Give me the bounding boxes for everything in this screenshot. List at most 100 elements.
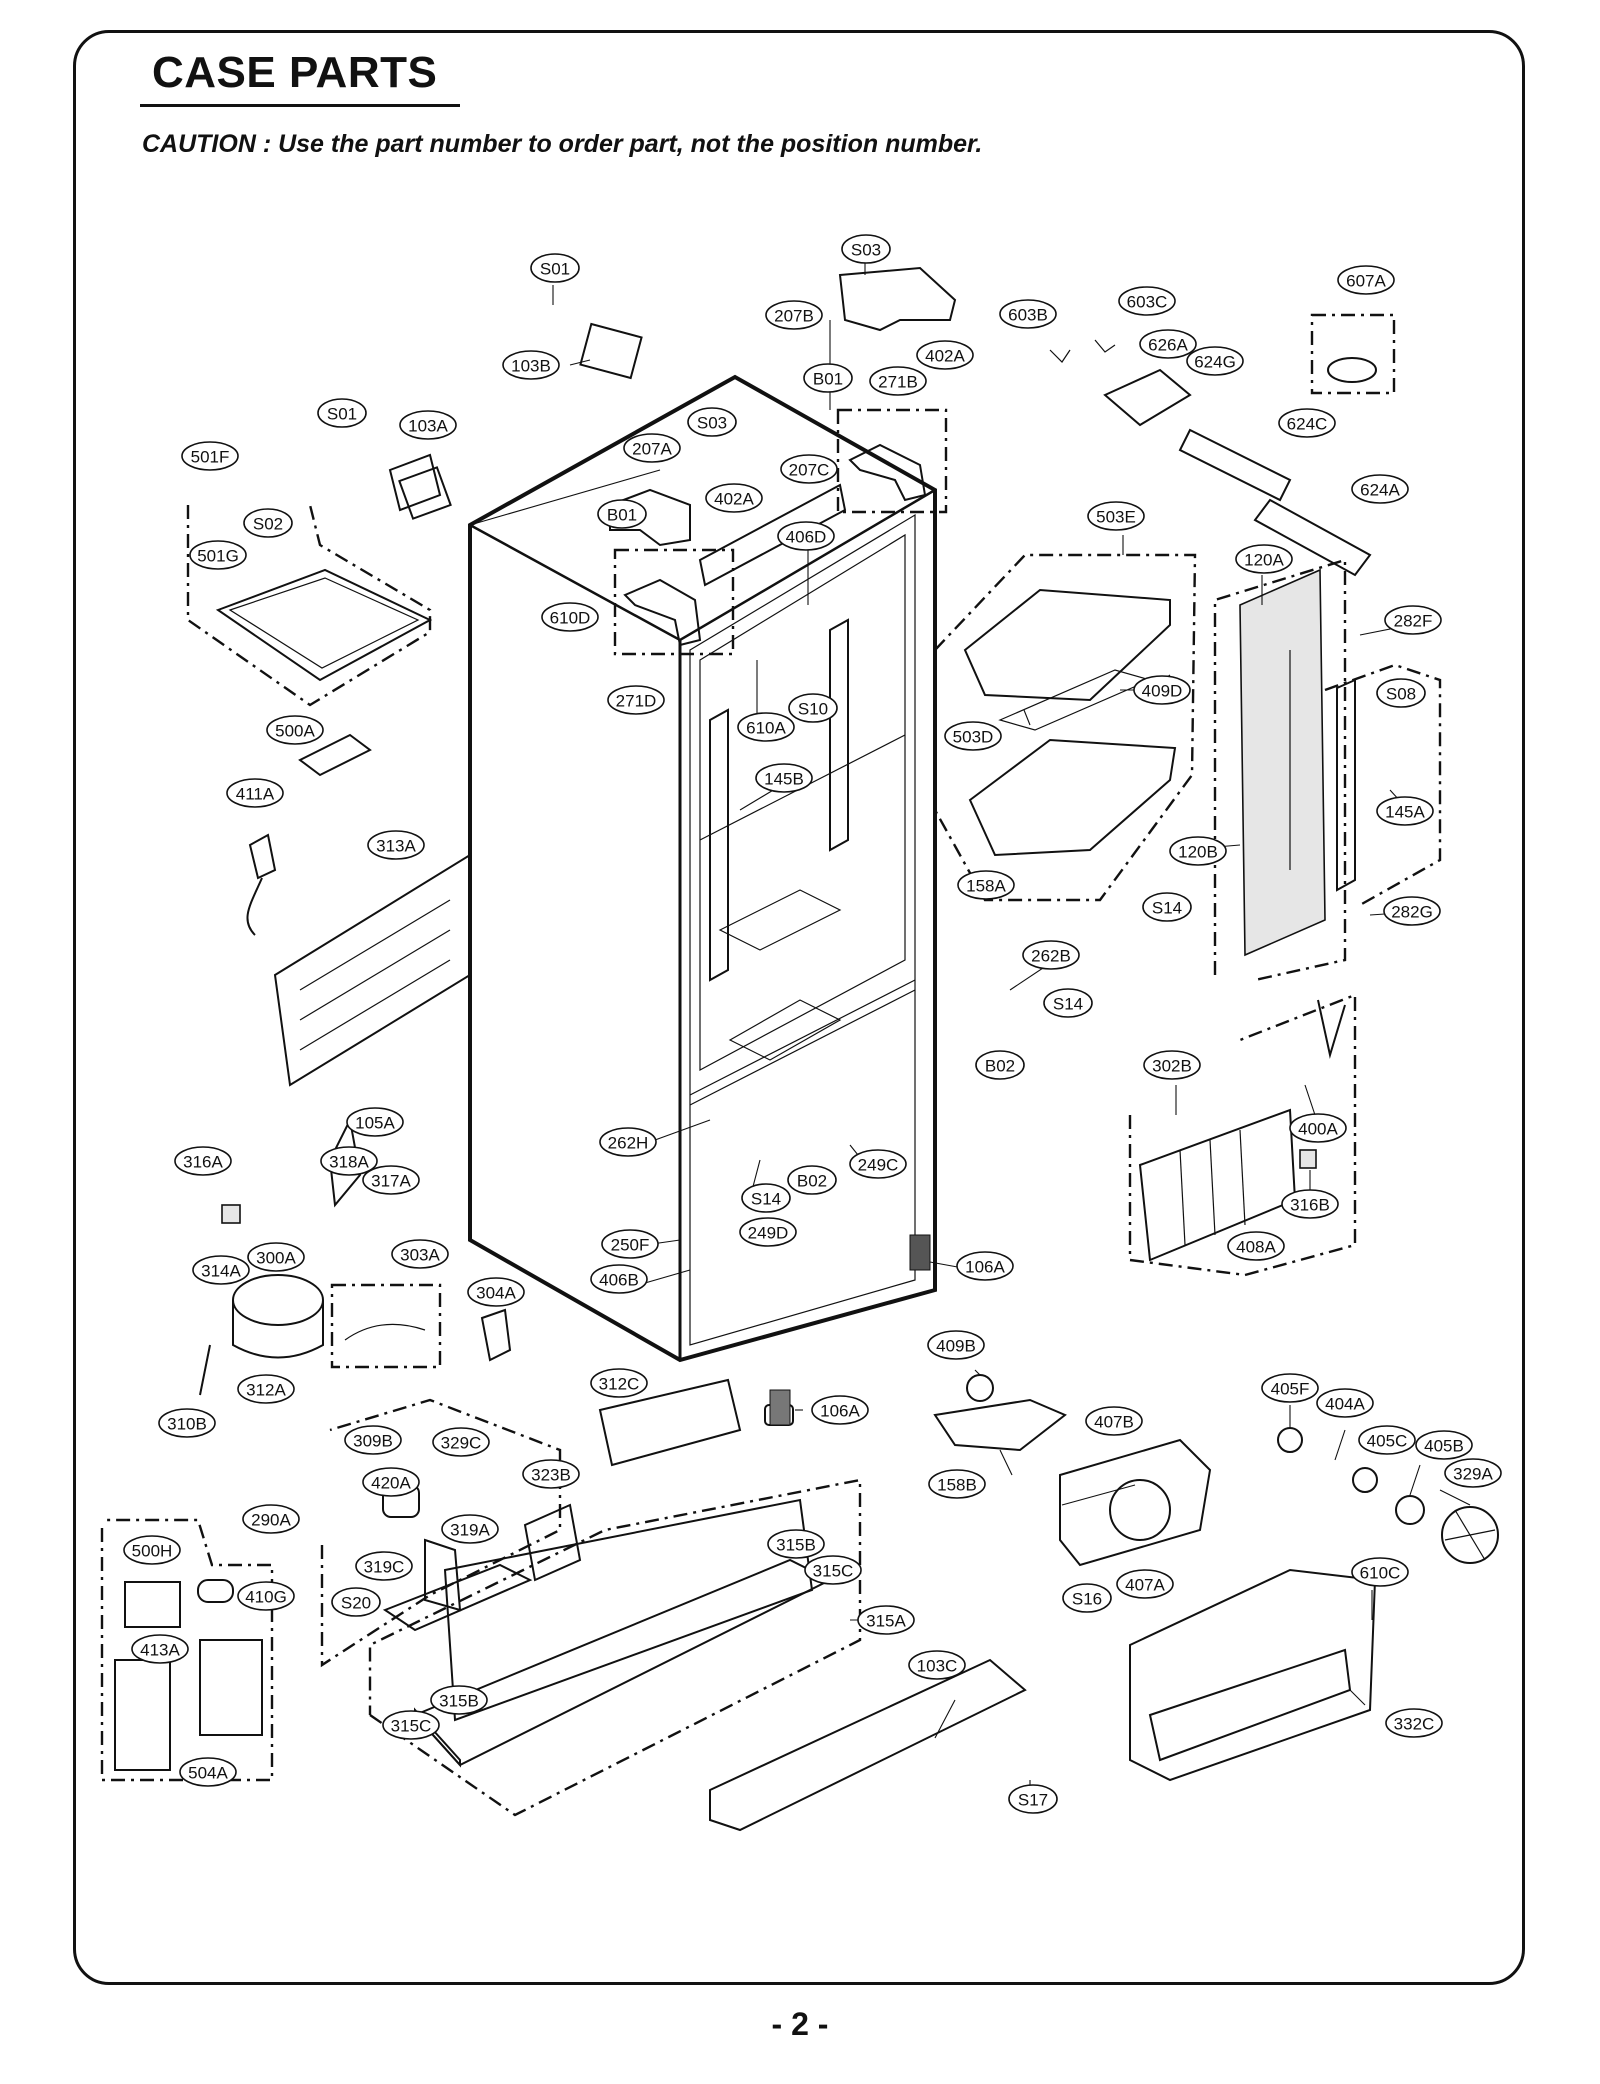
position-label-603c: 603C <box>1118 286 1176 316</box>
label-bubble <box>1383 896 1441 926</box>
position-label-282g: 282G <box>1383 896 1441 926</box>
position-label-400a: 400A <box>1289 1113 1347 1143</box>
label-text: S01 <box>540 260 570 279</box>
label-text: 409B <box>936 1337 976 1356</box>
title-underline <box>140 104 460 107</box>
compressor-group <box>199 1116 512 1396</box>
position-label-105a: 105A <box>346 1107 404 1137</box>
label-text: 400A <box>1298 1120 1338 1139</box>
side-rails <box>709 568 1356 982</box>
label-bubble <box>1384 605 1442 635</box>
label-text: 501F <box>191 448 230 467</box>
position-label-207b: 207B <box>765 300 823 330</box>
label-bubble <box>331 1587 381 1617</box>
position-label-332c: 332C <box>1385 1708 1443 1738</box>
label-text: 332C <box>1394 1715 1435 1734</box>
label-text: 603B <box>1008 306 1048 325</box>
label-text: 309B <box>353 1432 393 1451</box>
position-label-s02: S02 <box>243 508 293 538</box>
label-text: 315C <box>813 1562 854 1581</box>
label-text: 290A <box>251 1511 291 1530</box>
position-label-501g: 501G <box>189 540 247 570</box>
label-text: 404A <box>1325 1395 1365 1414</box>
front-cover <box>709 1658 1027 1832</box>
label-text: 409D <box>1142 682 1183 701</box>
position-label-b01b: B01 <box>597 499 647 529</box>
label-text: 158A <box>966 877 1006 896</box>
label-bubble <box>344 1425 402 1455</box>
label-bubble <box>599 1127 657 1157</box>
position-label-329a: 329A <box>1444 1458 1502 1488</box>
control-box-group <box>100 1518 274 1782</box>
label-bubble <box>1169 836 1227 866</box>
label-text: 207A <box>632 440 672 459</box>
label-text: 406D <box>786 528 827 547</box>
label-bubble <box>1376 678 1426 708</box>
label-bubble <box>944 721 1002 751</box>
label-bubble <box>908 1650 966 1680</box>
position-label-158b: 158B <box>928 1469 986 1499</box>
label-text: 262H <box>608 1134 649 1153</box>
label-bubble <box>430 1685 488 1715</box>
label-text: 105A <box>355 1114 395 1133</box>
label-bubble <box>999 299 1057 329</box>
label-bubble <box>266 715 324 745</box>
position-label-303a: 303A <box>391 1239 449 1269</box>
position-label-309b: 309B <box>344 1425 402 1455</box>
label-text: 145B <box>764 770 804 789</box>
label-bubble <box>237 1374 295 1404</box>
label-bubble <box>1281 1189 1339 1219</box>
label-bubble <box>1337 265 1395 295</box>
label-bubble <box>597 499 647 529</box>
label-bubble <box>916 340 974 370</box>
position-label-406d: 406D <box>777 521 835 551</box>
label-text: 282F <box>1394 612 1433 631</box>
label-text: 329C <box>441 1434 482 1453</box>
label-bubble <box>355 1551 413 1581</box>
position-label-323b: 323B <box>522 1459 580 1489</box>
position-label-314a: 314A <box>192 1255 250 1285</box>
position-label-404a: 404A <box>1316 1388 1374 1418</box>
power-cord <box>246 833 277 936</box>
label-bubble <box>755 763 813 793</box>
label-bubble <box>841 234 891 264</box>
position-label-405c: 405C <box>1358 1425 1416 1455</box>
position-label-106aa: 106A <box>956 1251 1014 1281</box>
label-bubble <box>607 685 665 715</box>
label-text: S14 <box>751 1190 781 1209</box>
label-bubble <box>857 1605 915 1635</box>
position-label-145b: 145B <box>755 763 813 793</box>
label-text: 610A <box>746 719 786 738</box>
position-label-312c: 312C <box>590 1368 648 1398</box>
label-text: 250F <box>611 1236 650 1255</box>
label-bubble <box>192 1255 250 1285</box>
label-bubble <box>1261 1373 1319 1403</box>
label-bubble <box>530 253 580 283</box>
label-bubble <box>1351 474 1409 504</box>
label-text: B01 <box>813 370 843 389</box>
label-bubble <box>739 1217 797 1247</box>
label-text: 329A <box>1453 1465 1493 1484</box>
label-text: 316B <box>1290 1196 1330 1215</box>
label-text: 103C <box>917 1657 958 1676</box>
label-bubble <box>242 1504 300 1534</box>
label-text: 249C <box>858 1156 899 1175</box>
label-text: 402A <box>714 490 754 509</box>
label-text: 420A <box>371 1474 411 1493</box>
label-bubble <box>247 1242 305 1272</box>
position-label-s14a: S14 <box>1142 892 1192 922</box>
label-bubble <box>432 1427 490 1457</box>
label-text: 405B <box>1424 1437 1464 1456</box>
position-label-315a: 315A <box>857 1605 915 1635</box>
position-label-282f: 282F <box>1384 605 1442 635</box>
position-label-145a: 145A <box>1376 796 1434 826</box>
ice-tray-group <box>186 453 442 777</box>
label-bubble <box>869 366 927 396</box>
label-bubble <box>1087 501 1145 531</box>
label-text: 300A <box>256 1249 296 1268</box>
label-bubble <box>467 1277 525 1307</box>
position-label-250f: 250F <box>601 1229 659 1259</box>
label-text: 410G <box>245 1588 287 1607</box>
label-bubble <box>1351 1557 1409 1587</box>
